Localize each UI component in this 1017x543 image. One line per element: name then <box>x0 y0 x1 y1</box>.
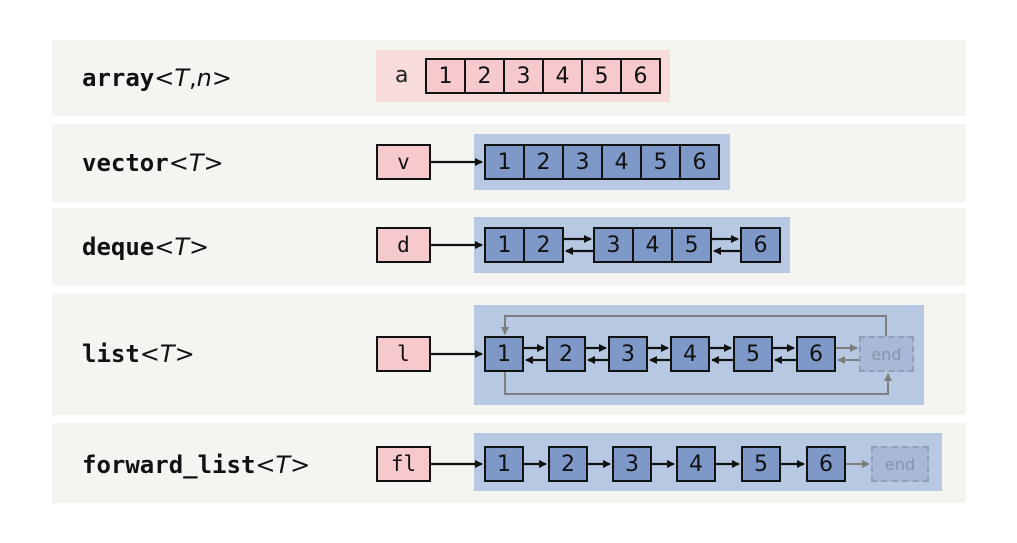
vector-cell: 2 <box>523 144 564 180</box>
title-array-open: < <box>154 64 175 92</box>
deque-cell: 5 <box>671 227 712 263</box>
title-deque-open: < <box>154 233 175 261</box>
list-variable: l <box>376 336 431 372</box>
title-vector-arg: T <box>188 149 204 177</box>
deque-cell: 2 <box>523 227 564 263</box>
vector-cell: 6 <box>679 144 720 180</box>
title-array-arg-n: n <box>196 64 212 92</box>
forward-list-node: 6 <box>806 446 846 482</box>
vector-variable: v <box>376 144 431 180</box>
vector-cell: 3 <box>562 144 603 180</box>
array-cell: 4 <box>542 58 583 94</box>
list-node: 5 <box>733 336 773 372</box>
title-deque-arg: T <box>174 233 190 261</box>
title-list: list<T> <box>82 340 195 368</box>
list-wrap-bottom <box>504 372 892 395</box>
deque-cell: 6 <box>740 227 781 263</box>
forward-list-node: 3 <box>612 446 652 482</box>
deque-cell: 1 <box>484 227 525 263</box>
array-cell: 6 <box>620 58 661 94</box>
title-vector-open: < <box>168 149 189 177</box>
title-vector-close: > <box>203 149 224 177</box>
title-forward-list-close: > <box>290 451 311 479</box>
forward-list-node: 5 <box>741 446 781 482</box>
forward-list-node: 2 <box>548 446 588 482</box>
array-cell: 3 <box>503 58 544 94</box>
title-list-name: list <box>82 340 140 368</box>
forward-list-node: 4 <box>676 446 716 482</box>
list-end-node: end <box>859 336 914 372</box>
title-list-arg: T <box>159 340 175 368</box>
title-forward-list: forward_list<T> <box>82 451 310 479</box>
title-vector: vector<T> <box>82 149 224 177</box>
title-array-close: > <box>211 64 232 92</box>
array-cell: 5 <box>581 58 622 94</box>
array-variable: a <box>395 63 409 88</box>
title-array-comma: , <box>189 64 197 92</box>
list-node: 3 <box>608 336 648 372</box>
title-deque: deque<T> <box>82 233 209 261</box>
title-forward-list-name: forward_list <box>82 451 256 479</box>
list-node: 4 <box>670 336 710 372</box>
title-forward-list-open: < <box>255 451 276 479</box>
title-array: array<T,n> <box>82 64 232 92</box>
title-array-name: array <box>82 64 155 92</box>
title-vector-name: vector <box>82 149 169 177</box>
list-wrap-top <box>501 315 887 336</box>
list-node: 1 <box>484 336 524 372</box>
deque-variable: d <box>376 227 431 263</box>
title-deque-close: > <box>189 233 210 261</box>
title-list-open: < <box>139 340 160 368</box>
title-forward-list-arg: T <box>275 451 291 479</box>
title-array-arg-t: T <box>174 64 190 92</box>
list-node: 2 <box>546 336 586 372</box>
forward-list-variable: fl <box>376 446 431 482</box>
forward-list-node: 1 <box>484 446 524 482</box>
list-node: 6 <box>796 336 836 372</box>
title-deque-name: deque <box>82 233 155 261</box>
array-cell: 2 <box>464 58 505 94</box>
forward-list-end-node: end <box>871 446 929 482</box>
deque-cell: 4 <box>632 227 673 263</box>
title-list-close: > <box>174 340 195 368</box>
